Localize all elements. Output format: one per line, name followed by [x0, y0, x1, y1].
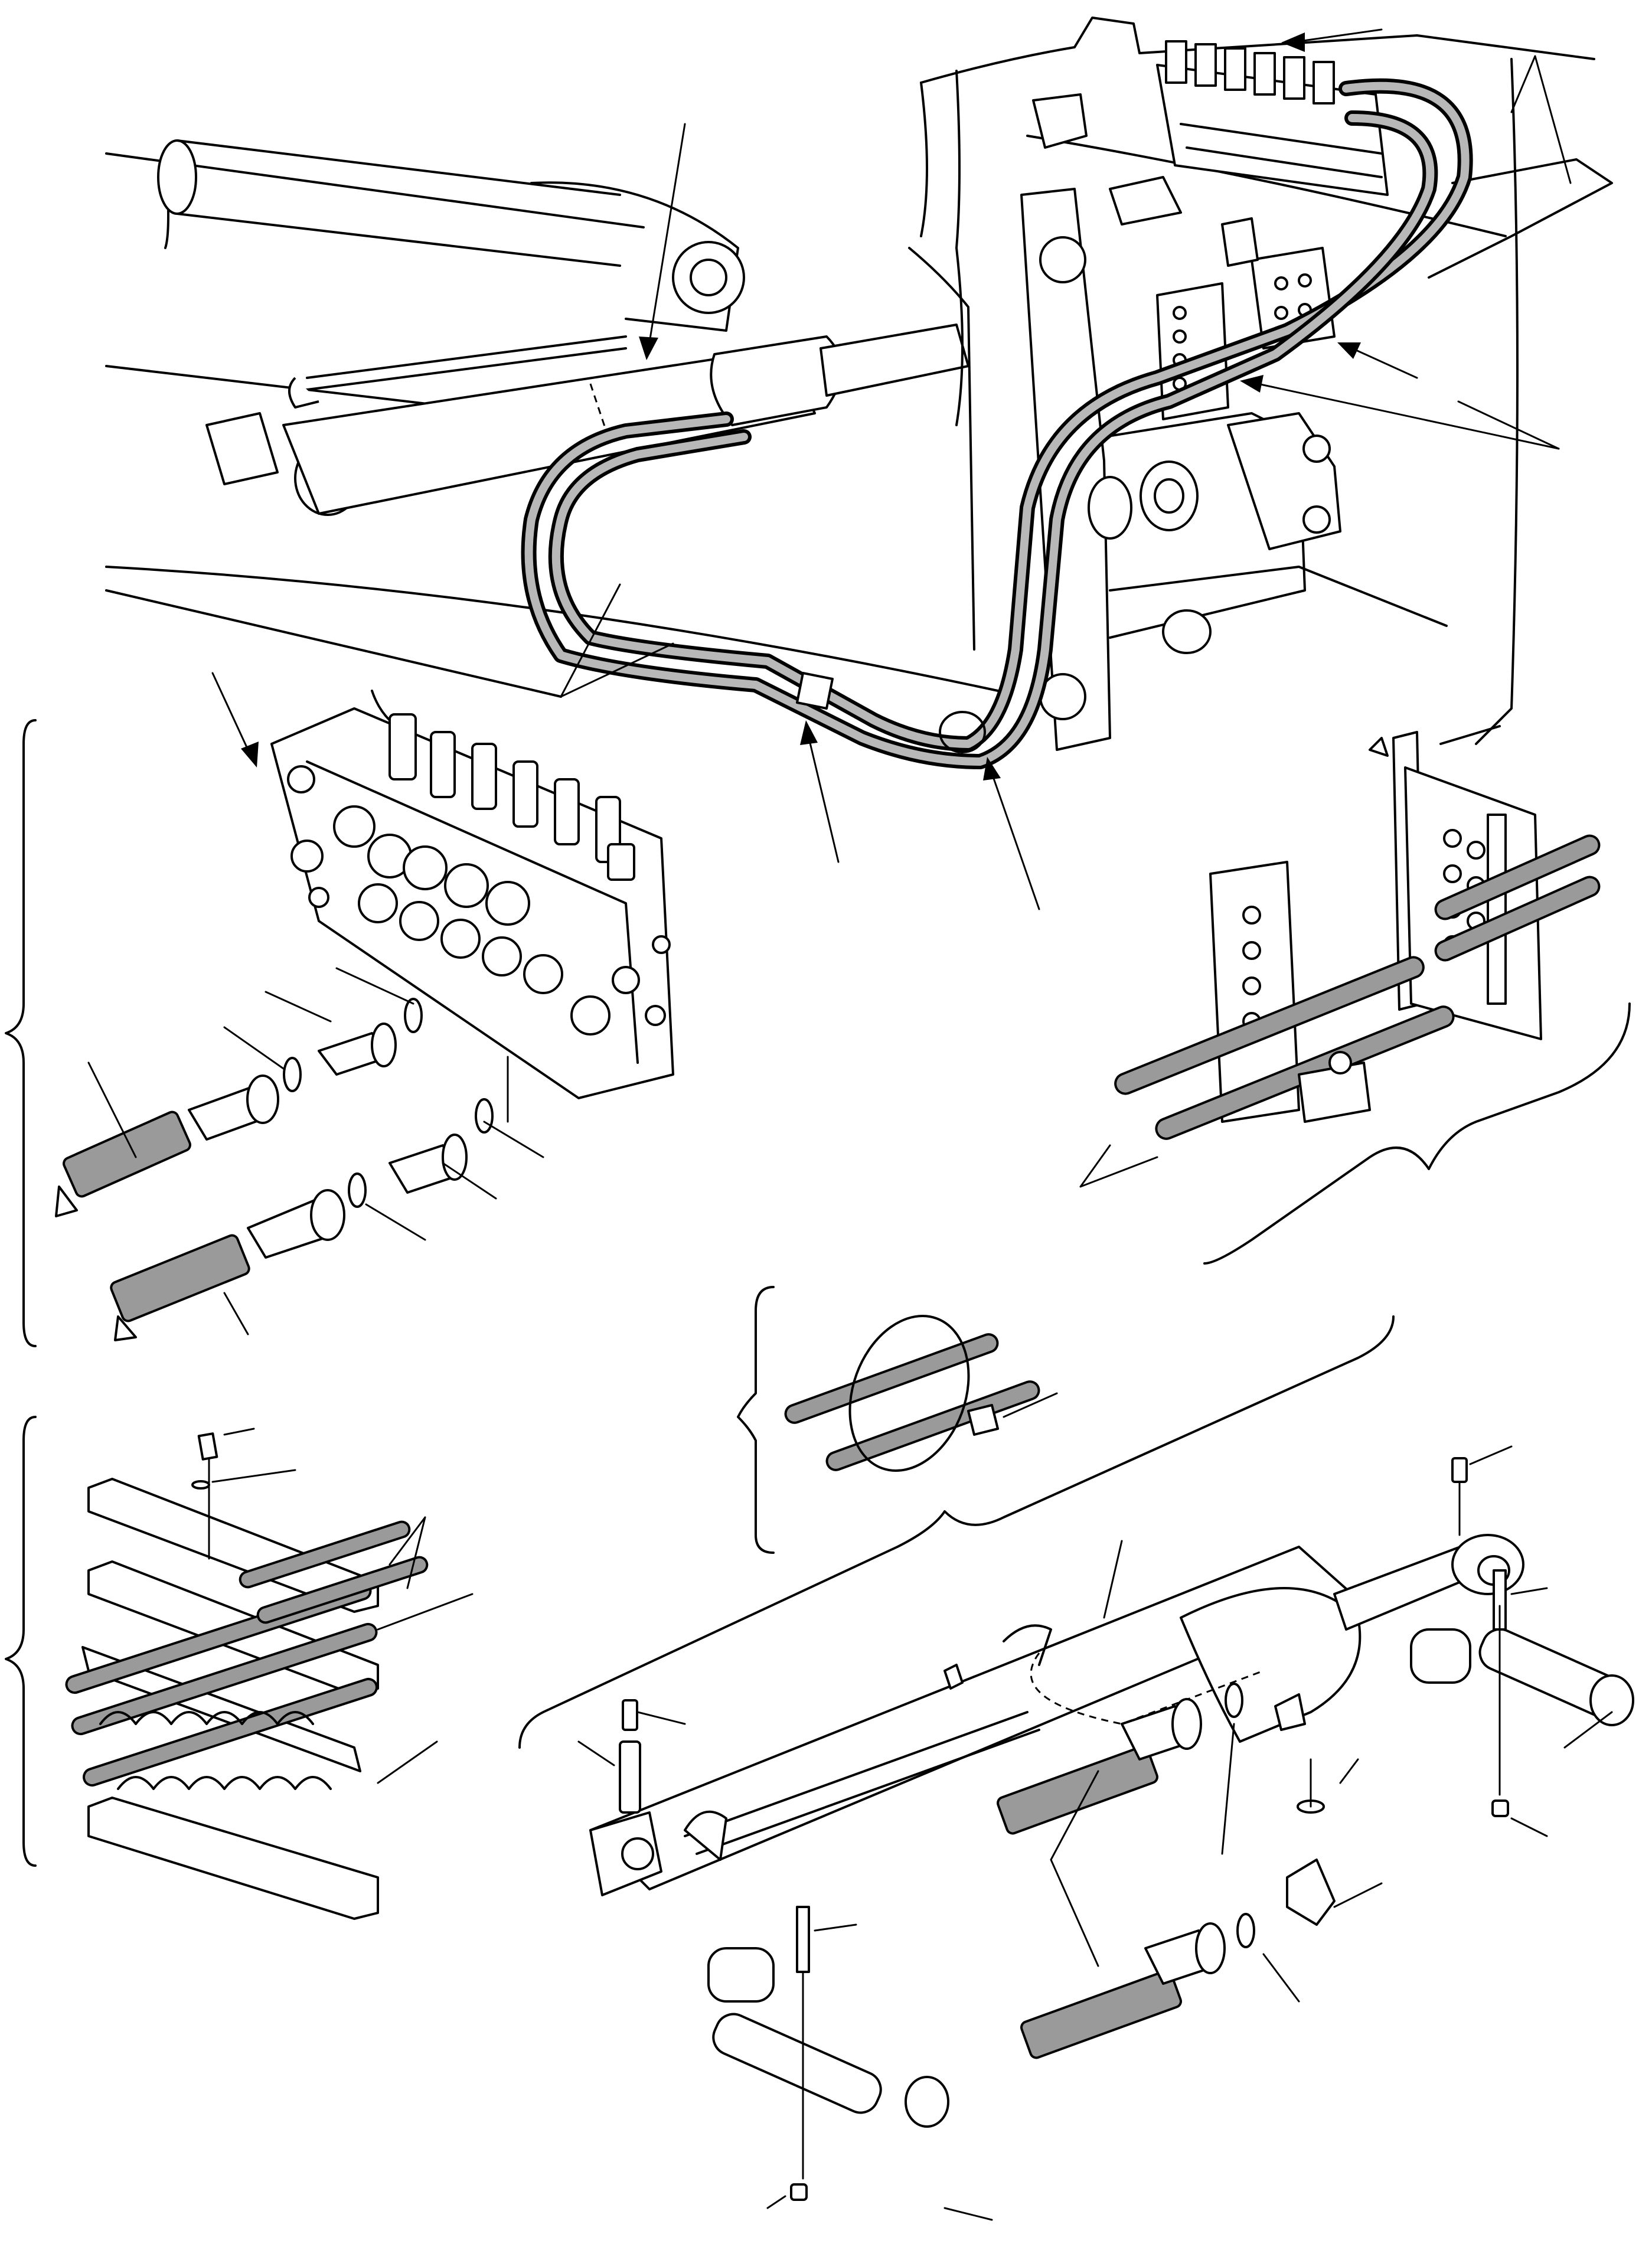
detail-brace-clamp-plates: [5, 1416, 37, 1867]
valve-block-callout: [1281, 28, 1383, 52]
boom-cylinder-exploded: [589, 1534, 1524, 1896]
clamp-bracket-callout: [1337, 342, 1418, 379]
upper-hose-pair-callout: [1510, 55, 1572, 184]
hose-guide-ring-callout: [983, 757, 1040, 910]
clamp-plate-set: [65, 1428, 474, 1920]
detail-brace-cable-tie: [737, 1286, 775, 1554]
fitting-leader-lines: [87, 967, 544, 1335]
pin-right: [1410, 1569, 1634, 1837]
cylinder-hoses-exploded: [997, 1683, 1383, 2059]
cable-tie-exploded: [784, 1315, 1058, 1472]
cable-tie-callout: [800, 720, 840, 863]
control-valve-installed: [1156, 40, 1389, 196]
control-valve-exploded: [270, 690, 674, 1123]
boom-arm: [105, 139, 999, 698]
hose-fitting-upper: [55, 998, 423, 1217]
clamp-hose-leader: [1079, 1144, 1158, 1188]
detail-brace-cylinder: [518, 1315, 1395, 1749]
hose-fitting-lower: [110, 1098, 494, 1341]
grease-fitting-barrel: [577, 1699, 686, 1814]
detail-brace-clamp: [1203, 1002, 1631, 1265]
detail-brace-control-valve: [5, 719, 37, 1347]
control-valve-callout: [211, 672, 259, 767]
grease-nipple-upper: [1451, 1445, 1513, 1536]
hose-pair-callout: [560, 583, 674, 698]
pin-left: [707, 1906, 993, 2221]
clamp-bracket-exploded: [1114, 731, 1601, 1140]
loader-frame: [908, 17, 1613, 751]
boom-cylinder-installed: [205, 324, 969, 516]
boom-cylinder-hose-callout: [639, 123, 686, 360]
hose-routing: [521, 78, 1473, 769]
clamp-bracket-callout-2: [1240, 375, 1560, 450]
